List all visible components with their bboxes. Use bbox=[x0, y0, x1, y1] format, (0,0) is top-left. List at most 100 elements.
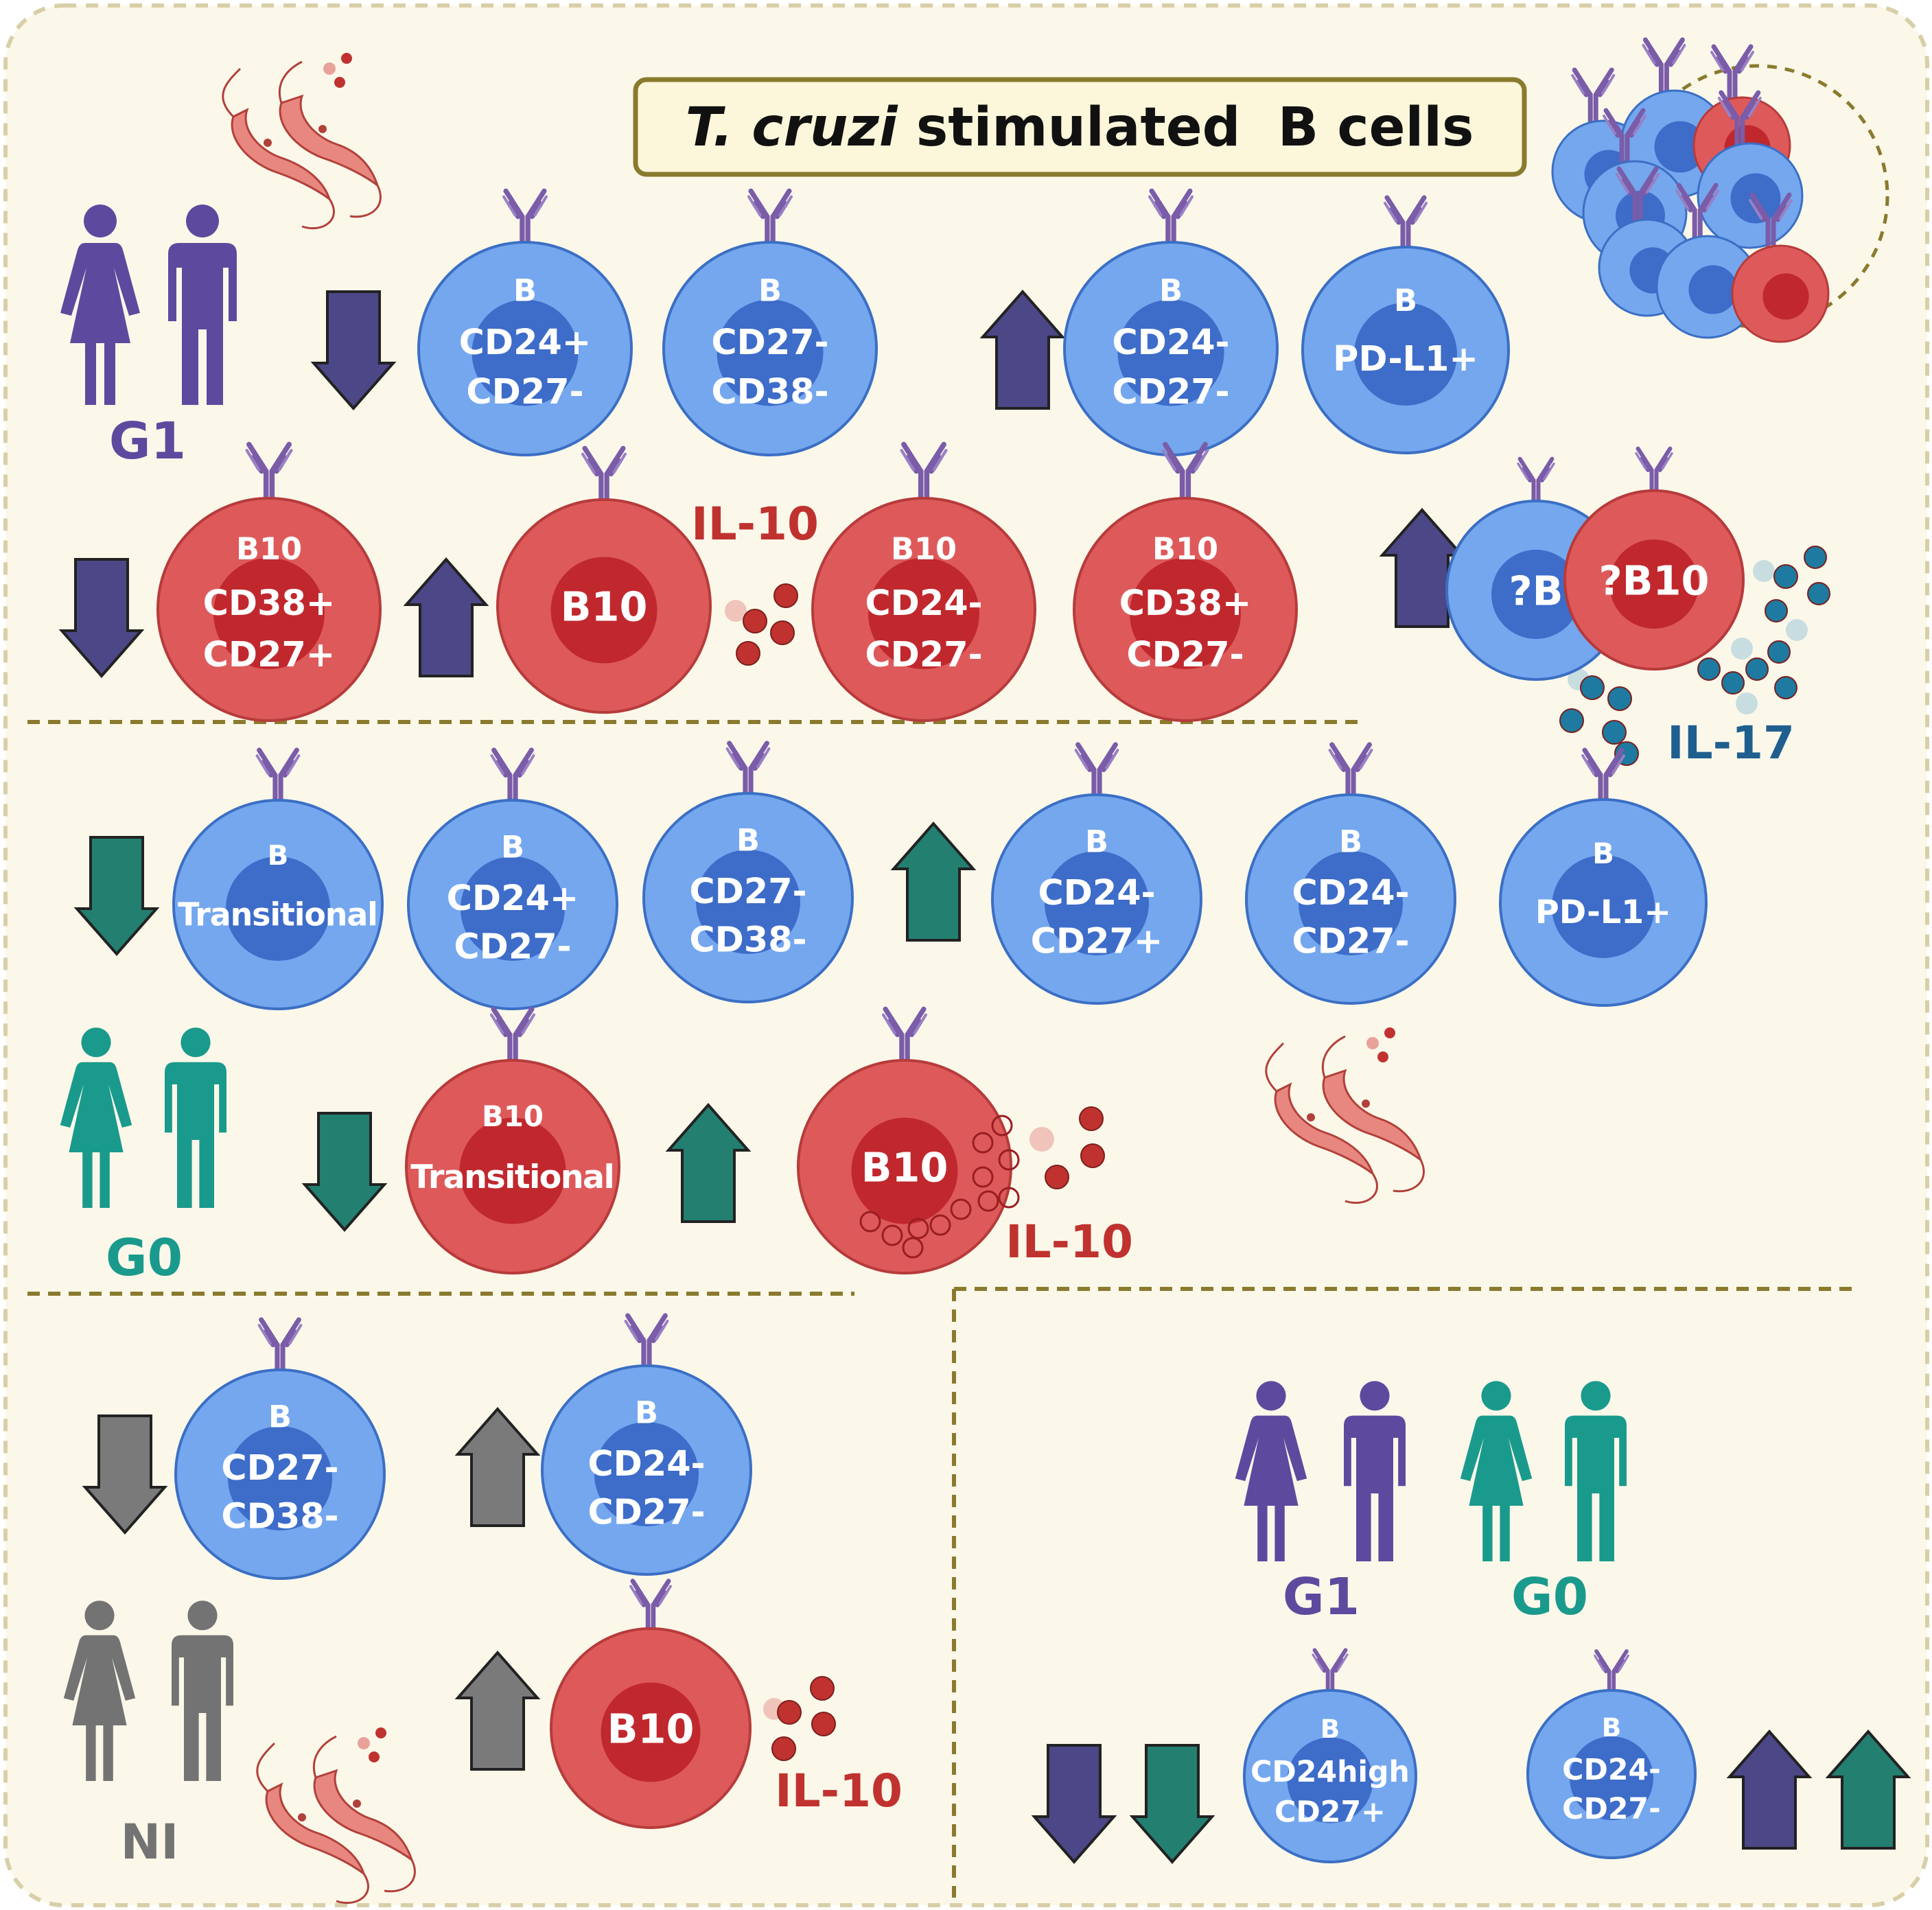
cell-label-line-2: CD24- bbox=[865, 583, 982, 623]
cell-label-line-3: CD27+ bbox=[1031, 920, 1163, 961]
cell-label-line-3: CD27- bbox=[1562, 1792, 1661, 1826]
il10-dots-g0 bbox=[1029, 1106, 1105, 1189]
cell-nucleus bbox=[1130, 558, 1241, 669]
cell-label-line-1: B bbox=[635, 1395, 658, 1431]
title-text: T. cruzi stimulated B cells bbox=[686, 97, 1474, 159]
legend-label-g1: G1 bbox=[1283, 1568, 1360, 1627]
cell-label-line-1: B10 bbox=[891, 531, 957, 567]
cell-label-line-1: B bbox=[1602, 1712, 1622, 1743]
cell-nucleus bbox=[472, 299, 579, 406]
cell-nucleus bbox=[459, 1117, 566, 1224]
cell-label-line-2: PD-L1+ bbox=[1333, 338, 1478, 379]
cell-nucleus bbox=[228, 1426, 332, 1530]
cell-label-line-1: B bbox=[268, 1399, 292, 1435]
cell-label-line-1: B bbox=[1085, 824, 1108, 860]
il10-label-ni: IL-10 bbox=[775, 1765, 903, 1817]
legend-arrow-down-g0 bbox=[1129, 1744, 1215, 1865]
b10-cell-g1-b10: B10 bbox=[496, 448, 712, 714]
arrow-up-g0-1 bbox=[890, 821, 977, 942]
cell-nucleus bbox=[696, 850, 800, 954]
arrow-down-g1-2 bbox=[58, 558, 145, 679]
b-cell-cluster bbox=[1551, 40, 1889, 343]
cell-nucleus bbox=[1609, 539, 1699, 629]
cell-label-line-1: B10 bbox=[236, 531, 302, 567]
il10-label-g1: IL-10 bbox=[691, 498, 819, 550]
cell-label-line-1: B10 bbox=[1152, 531, 1218, 567]
legend-label-g0: G0 bbox=[1511, 1568, 1588, 1627]
arrow-up-g1-1 bbox=[979, 289, 1066, 410]
cell-label-line-3: CD38- bbox=[689, 919, 806, 959]
b-cell-g1-pdl1: B PD-L1+ bbox=[1301, 198, 1510, 454]
cell-nucleus bbox=[1045, 851, 1149, 955]
cell-label-line-2: CD27- bbox=[689, 871, 806, 911]
cell-label-line-1: B bbox=[1159, 272, 1183, 308]
cell-label-line-1: B bbox=[736, 823, 760, 859]
cell-label-line-1: B bbox=[501, 830, 524, 865]
cell-label-line-3: CD27+ bbox=[1275, 1795, 1386, 1829]
cell-label-line-2: CD24+ bbox=[459, 322, 592, 362]
cell-label-line-2: CD24- bbox=[587, 1443, 705, 1484]
cell-label-line-1: ?B10 bbox=[1598, 557, 1709, 605]
legend-arrow-up-g1 bbox=[1726, 1729, 1813, 1850]
section-dividers bbox=[27, 720, 1860, 1898]
cell-label-line-2: CD24high bbox=[1250, 1755, 1410, 1789]
il17-label-g1: IL-17 bbox=[1667, 717, 1795, 769]
cell-nucleus bbox=[1570, 1736, 1653, 1820]
cell-nucleus bbox=[226, 857, 330, 961]
cell-label-line-1: B10 bbox=[561, 583, 648, 631]
cell-label-line-2: CD24- bbox=[1112, 322, 1229, 362]
cell-nucleus bbox=[1117, 299, 1224, 406]
b-cell-ni-cd27m-cd38m: B CD27- CD38- bbox=[174, 1320, 386, 1580]
cell-nucleus bbox=[1287, 1737, 1373, 1824]
cell-label-line-1: B bbox=[268, 839, 289, 872]
arrow-down-ni-1 bbox=[82, 1414, 168, 1535]
arrow-up-ni-1 bbox=[454, 1406, 541, 1527]
il10-dots-ni bbox=[763, 1676, 836, 1761]
title-box: T. cruzi stimulated B cells bbox=[633, 77, 1527, 177]
cell-nucleus bbox=[1299, 851, 1403, 955]
b10-cell-ni-b10: B10 bbox=[550, 1581, 752, 1829]
cell-label-line-2: CD24- bbox=[1292, 872, 1409, 913]
group-label-ni: NI bbox=[121, 1814, 179, 1870]
cell-label-line-2: PD-L1+ bbox=[1535, 894, 1671, 931]
cell-label-line-3: CD38- bbox=[711, 371, 828, 412]
cell-label-line-2: CD24- bbox=[1562, 1753, 1661, 1787]
b-cell-g0-pdl1: BPD-L1+ bbox=[1499, 750, 1708, 1007]
cell-label-line-2: CD38+ bbox=[1119, 583, 1252, 623]
cell-nucleus bbox=[1491, 550, 1581, 639]
title-rest: stimulated B cells bbox=[898, 97, 1474, 159]
il17-dots-g1 bbox=[1559, 546, 1830, 766]
arrow-up-ni-2 bbox=[454, 1650, 541, 1771]
cell-nucleus bbox=[851, 1117, 958, 1224]
cell-label-line-2: CD27- bbox=[221, 1447, 338, 1488]
group-label-g1: G1 bbox=[109, 412, 186, 471]
cell-label-line-1: B10 bbox=[607, 1705, 695, 1753]
cell-label-line-3: CD27- bbox=[1292, 920, 1409, 961]
b10-cell-g0-b10: B10 bbox=[797, 1009, 1012, 1274]
cell-label-line-2: CD38+ bbox=[203, 583, 336, 623]
cell-label-line-1: B bbox=[1394, 283, 1417, 318]
cell-label-line-3: CD27+ bbox=[203, 634, 336, 675]
b10-cell-g1-qb10: ?B10 bbox=[1563, 449, 1745, 671]
cell-label-line-3: CD27- bbox=[865, 634, 982, 675]
cell-label-line-1: B bbox=[1320, 1714, 1340, 1744]
cell-label-line-1: ?B bbox=[1509, 568, 1563, 615]
il10-granules bbox=[859, 1115, 1020, 1259]
title-italic: T. cruzi bbox=[686, 97, 898, 159]
cell-nucleus bbox=[1552, 855, 1655, 958]
cell-label-line-3: CD27- bbox=[466, 371, 583, 412]
cell-nucleus bbox=[594, 1422, 699, 1526]
arrow-down-g1-1 bbox=[310, 290, 397, 411]
cell-label-line-3: CD38- bbox=[221, 1495, 338, 1536]
